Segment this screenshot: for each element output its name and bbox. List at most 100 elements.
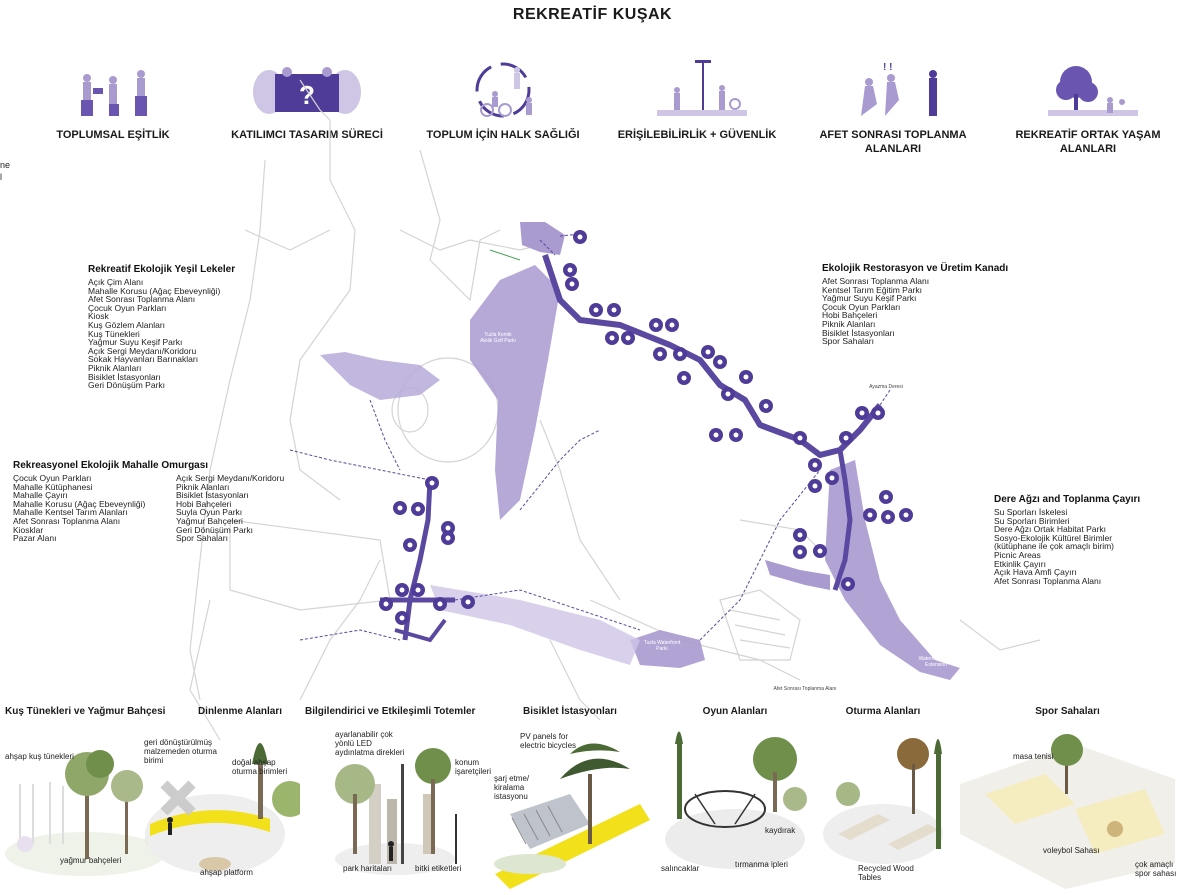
block-title: Rekreatif Ekolojik Yeşil Lekeler (88, 264, 236, 275)
green-patch (765, 560, 830, 590)
seating-illustration (823, 738, 943, 864)
marker-glyph-icon (611, 307, 617, 313)
list-item: Pazar Alanı (13, 533, 57, 544)
marker-glyph-icon (829, 475, 835, 481)
list-item: Açık Hava Amfi Çayırı (994, 567, 1077, 578)
list-item: Kentsel Tarım Eğitim Parkı (822, 284, 922, 295)
activity-markers (379, 230, 913, 625)
vignette-title: Spor Sahaları (1035, 706, 1100, 717)
goal-label: AFET SONRASI TOPLANMA ALANLARI (819, 129, 967, 155)
annotation: kaydırak (765, 826, 796, 835)
goal-label: ERİŞİLEBİLİRLİK + GÜVENLİK (617, 129, 777, 141)
block-estuary: Dere Ağzı and Toplanma Çayırı Su Sporlar… (994, 494, 1140, 585)
marker-glyph-icon (705, 349, 711, 355)
marker-glyph-icon (415, 587, 421, 593)
list-item: Çocuk Oyun Parkları (13, 473, 92, 483)
annotation: yağmur bahçeleri (60, 856, 122, 865)
people-equity-icon (81, 70, 147, 116)
block-green-patches: Rekreatif Ekolojik Yeşil Lekeler Açık Çi… (88, 264, 235, 390)
list-item: Su Sporları İskelesi (994, 507, 1068, 517)
list-item: Kiosklar (13, 524, 44, 535)
marker-glyph-icon (399, 587, 405, 593)
marker-glyph-icon (725, 391, 731, 397)
annotation: park haritaları (343, 864, 392, 873)
list-item: Afet Sonrası Toplanma Alanı (13, 515, 121, 526)
marker-glyph-icon (669, 322, 675, 328)
green-patch (430, 585, 640, 665)
item-list: Afet Sonrası Toplanma Alanı Kentsel Tarı… (822, 277, 1008, 346)
list-item: Yağmur Suyu Keşif Parkı (822, 293, 917, 304)
annotation: salıncaklar (661, 864, 700, 873)
list-item: Picnic Areas (994, 549, 1041, 560)
list-item: (kütüphane ile çok amaçlı birim) (994, 541, 1114, 552)
list-item: Dere Ağzı Ortak Habitat Parkı (994, 524, 1106, 535)
marker-glyph-icon (717, 359, 723, 365)
list-item: Bisiklet İstasyonları (176, 490, 249, 501)
marker-glyph-icon (812, 483, 818, 489)
list-item: Mahalle Korusu (Ağaç Ebeveynliği) (13, 498, 146, 509)
marker-glyph-icon (763, 403, 769, 409)
assembly-area-label: Afet Sonrası Toplanma Alanı (773, 686, 837, 692)
svg-text:! !: ! ! (883, 62, 892, 73)
vignette-seating: Oturma Alanları Recycled Wood Tables (818, 706, 948, 891)
list-item: Açık Sergi Meydanı/Koridoru (88, 345, 197, 356)
marker-glyph-icon (817, 548, 823, 554)
marker-glyph-icon (733, 432, 739, 438)
marker-glyph-icon (883, 494, 889, 500)
vignette-rest-areas: Dinlenme Alanları geri dönüştürülmüş mal… (140, 706, 300, 891)
list-item: Etkinlik Çayırı (994, 558, 1046, 569)
marker-glyph-icon (797, 549, 803, 555)
neighborhood-spine (394, 618, 447, 643)
marker-glyph-icon (383, 601, 389, 607)
marker-glyph-icon (743, 374, 749, 380)
green-patch (520, 222, 565, 255)
stream-label: Ayazma Deresi (869, 384, 903, 390)
block-title: Dere Ağzı and Toplanma Çayırı (994, 494, 1141, 505)
vignette-playgrounds: Oyun Alanları kaydırak salıncaklar tırma… (655, 706, 815, 891)
golf-park-label: Tuzla Kemik Atolik Golf Parkı (480, 332, 516, 344)
annotation: geri dönüştürülmüş malzemeden oturma bir… (144, 738, 217, 765)
disaster-assembly-icon: ! ! (861, 62, 937, 116)
list-item: Yağmur Bahçeleri (176, 515, 243, 526)
list-item: Piknik Alanları (822, 318, 876, 329)
list-item: Mahalle Korusu (Ağaç Ebeveynliği) (88, 285, 221, 296)
goal-social-equity: TOPLUMSAL EŞİTLİK (28, 60, 198, 142)
annotation: voleybol Sahası (1043, 846, 1100, 855)
list-item: Mahalle Kentsel Tarım Alanları (13, 507, 128, 518)
annotation: şarj etme/ kiralama istasyonu (494, 774, 530, 801)
dashed-connectors (289, 233, 891, 641)
block-restoration-wing: Ekolojik Restorasyon ve Üretim Kanadı Af… (822, 263, 1008, 346)
goal-label: TOPLUM İÇİN HALK SAĞLIĞI (426, 129, 580, 141)
marker-glyph-icon (885, 514, 891, 520)
marker-glyph-icon (843, 435, 849, 441)
marker-glyph-icon (797, 435, 803, 441)
estuary-area (825, 460, 960, 680)
list-item: Bisiklet İstasyonları (88, 371, 161, 382)
list-item: Kiosk (88, 311, 109, 322)
list-item: Piknik Alanları (88, 362, 142, 373)
marker-glyph-icon (567, 267, 573, 273)
vignette-title: Kuş Tünekleri ve Yağmur Bahçesi (5, 706, 166, 717)
marker-glyph-icon (812, 462, 818, 468)
annotation: ayarlanabilir çok yönlü LED aydınlatma d… (335, 730, 405, 757)
list-item: Piknik Alanları (176, 481, 230, 492)
list-item: Su Sporları Birimleri (994, 515, 1070, 526)
marker-glyph-icon (465, 599, 471, 605)
goal-recreational-commons: REKREATİF ORTAK YAŞAM ALANLARI (1003, 60, 1173, 156)
list-item: Açık Sergi Meydanı/Koridoru (176, 473, 285, 483)
list-item: Sokak Hayvanları Barınakları (88, 354, 199, 365)
marker-glyph-icon (797, 532, 803, 538)
list-item: Yağmur Suyu Keşif Parkı (88, 337, 183, 348)
bike-station-illustration (494, 743, 650, 889)
item-list: Su Sporları İskelesi Su Sporları Birimle… (994, 508, 1140, 585)
list-item: Açık Çim Alanı (88, 277, 144, 287)
block-title: Rekreasyonel Ekolojik Mahalle Omurgası (13, 460, 209, 471)
annotation: Recycled Wood Tables (858, 864, 914, 882)
item-list: Açık Çim Alanı Mahalle Korusu (Ağaç Ebev… (88, 278, 235, 390)
marker-glyph-icon (445, 535, 451, 541)
marker-glyph-icon (713, 432, 719, 438)
list-item: Mahalle Çayırı (13, 490, 68, 501)
annotation: PV panels for electric bicycles (520, 732, 577, 750)
list-item: Spor Sahaları (176, 533, 228, 544)
marker-glyph-icon (681, 375, 687, 381)
